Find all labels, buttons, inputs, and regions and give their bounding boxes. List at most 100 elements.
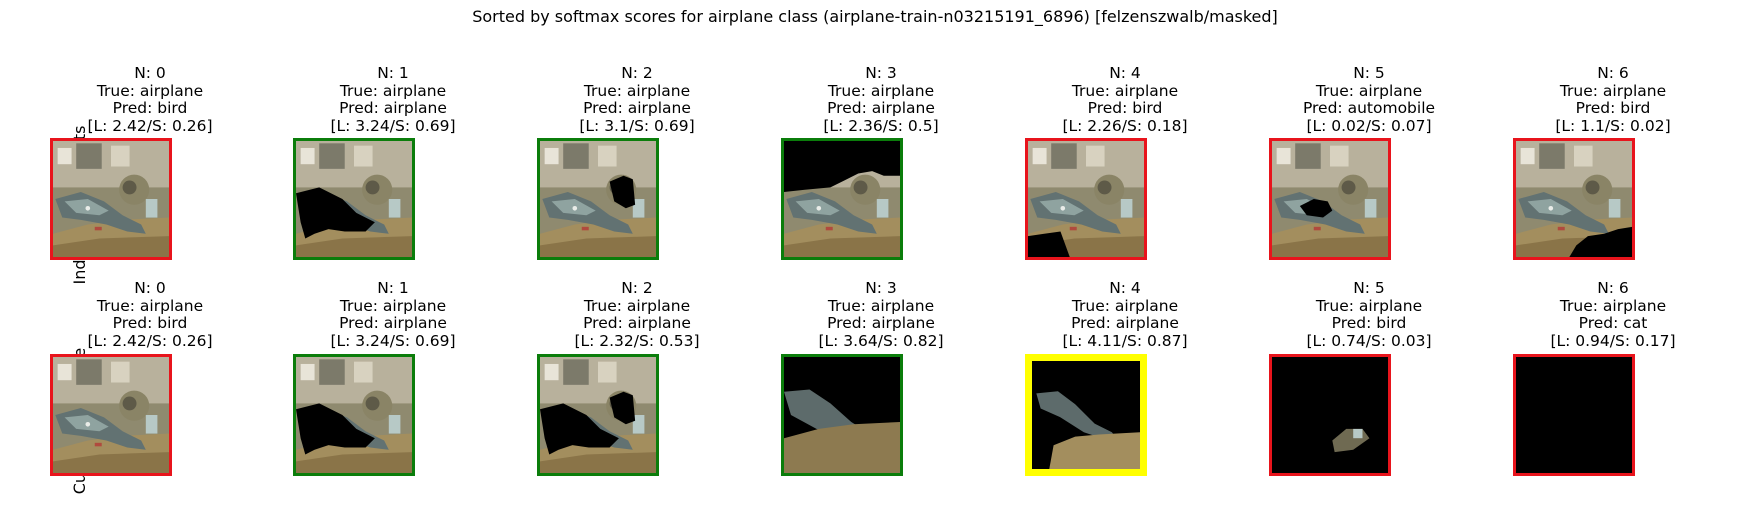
panel-scores-text: [L: 0.02/S: 0.07] — [1306, 116, 1432, 135]
segment-image-svg — [1032, 361, 1140, 469]
panel-scores-text: [L: 3.24/S: 0.69] — [330, 331, 456, 350]
panel-pred-text: Pred: bird — [1331, 314, 1407, 333]
panel-n-text: N: 1 — [377, 279, 409, 297]
panel-pred-text: Pred: airplane — [827, 314, 935, 333]
panel-true-label-text: True: airplane — [96, 81, 204, 100]
panel-scores-text: [L: 3.64/S: 0.82] — [818, 331, 944, 350]
panel-scores-text: [L: 2.36/S: 0.5] — [823, 116, 939, 135]
panel-true-label-text: True: airplane — [583, 296, 691, 315]
panel-pred-text: Pred: airplane — [583, 99, 691, 118]
panel-scores-text: [L: 0.74/S: 0.03] — [1306, 331, 1432, 350]
panel-scores-text: [L: 3.24/S: 0.69] — [330, 116, 456, 135]
panel-image — [1025, 354, 1147, 476]
panel-true-label-text: True: airplane — [583, 81, 691, 100]
panel-image — [293, 354, 415, 476]
panel-n-text: N: 5 — [1353, 279, 1385, 297]
panel-n-text: N: 3 — [865, 279, 897, 297]
panel-true-label-text: True: airplane — [339, 81, 447, 100]
segment-image-svg — [1272, 357, 1388, 473]
panel-image — [50, 138, 172, 260]
panel-image — [1269, 354, 1391, 476]
segment-image-svg — [296, 141, 412, 257]
panel-pred-text: Pred: cat — [1578, 314, 1648, 333]
segment-image-svg — [53, 357, 169, 473]
panel-pred-text: Pred: airplane — [339, 99, 447, 118]
segment-image-svg — [540, 357, 656, 473]
panel-scores-text: [L: 3.1/S: 0.69] — [579, 116, 695, 135]
panel-pred-text: Pred: bird — [112, 99, 188, 118]
panel-pred-text: Pred: bird — [112, 314, 188, 333]
panel-true-label-text: True: airplane — [96, 296, 204, 315]
panel-image — [537, 138, 659, 260]
panel-n-text: N: 2 — [621, 64, 653, 82]
panel-n-text: N: 0 — [134, 279, 166, 297]
panel-true-label-text: True: airplane — [1559, 81, 1667, 100]
panel-true-label-text: True: airplane — [1071, 296, 1179, 315]
panel-pred-text: Pred: bird — [1087, 99, 1163, 118]
panel-image — [1513, 354, 1635, 476]
panel-image — [781, 354, 903, 476]
panel-true-label-text: True: airplane — [1315, 296, 1423, 315]
panel-n-text: N: 4 — [1109, 64, 1141, 82]
panel-image — [1269, 138, 1391, 260]
segment-image-svg — [296, 357, 412, 473]
panel-n-text: N: 6 — [1597, 279, 1629, 297]
panel-image — [537, 354, 659, 476]
panel-n-text: N: 5 — [1353, 64, 1385, 82]
panel-scores-text: [L: 2.32/S: 0.53] — [574, 331, 700, 350]
panel-image — [293, 138, 415, 260]
panel-scores-text: [L: 0.94/S: 0.17] — [1550, 331, 1676, 350]
panel-scores-text: [L: 2.42/S: 0.26] — [87, 116, 213, 135]
panel-true-label-text: True: airplane — [827, 296, 935, 315]
panel-scores-text: [L: 2.26/S: 0.18] — [1062, 116, 1188, 135]
panel-pred-text: Pred: bird — [1575, 99, 1651, 118]
panel-true-label-text: True: airplane — [1559, 296, 1667, 315]
segment-image-svg — [1516, 141, 1632, 257]
panel-n-text: N: 1 — [377, 64, 409, 82]
panel-n-text: N: 6 — [1597, 64, 1629, 82]
panel-image — [781, 138, 903, 260]
panel-pred-text: Pred: automobile — [1302, 99, 1436, 118]
panel-true-label-text: True: airplane — [1315, 81, 1423, 100]
panel-pred-text: Pred: airplane — [339, 314, 447, 333]
panel-image — [50, 354, 172, 476]
panel-image — [1025, 138, 1147, 260]
panel-n-text: N: 4 — [1109, 279, 1141, 297]
segment-image-svg — [53, 141, 169, 257]
segment-image-svg — [784, 357, 900, 473]
panel-pred-text: Pred: airplane — [583, 314, 691, 333]
panel-scores-text: [L: 1.1/S: 0.02] — [1555, 116, 1671, 135]
segment-image-svg — [784, 141, 900, 257]
panel-scores-text: [L: 2.42/S: 0.26] — [87, 331, 213, 350]
panel-scores-text: [L: 4.11/S: 0.87] — [1062, 331, 1188, 350]
segment-image-svg — [1028, 141, 1144, 257]
panel-n-text: N: 2 — [621, 279, 653, 297]
panel-n-text: N: 0 — [134, 64, 166, 82]
